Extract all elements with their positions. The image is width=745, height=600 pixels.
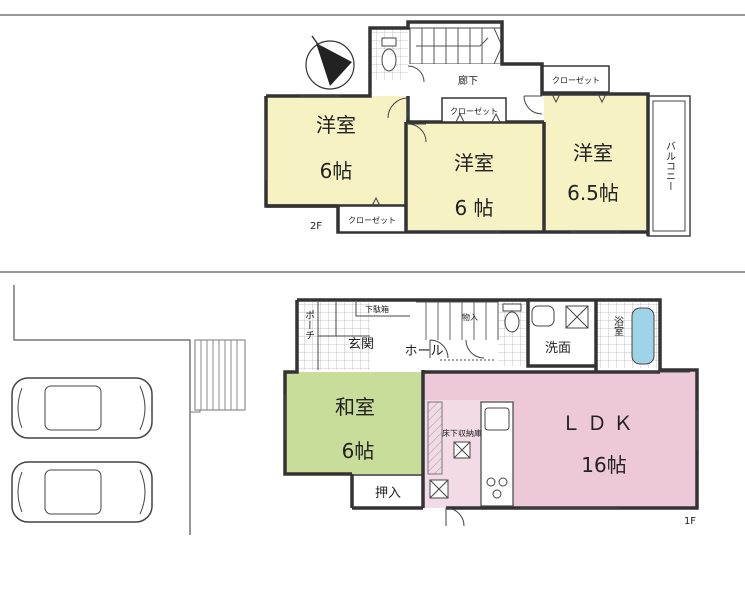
genkan-label: 玄関	[348, 337, 374, 352]
floor-2-label: 2F	[310, 221, 322, 232]
corridor-2f	[408, 64, 542, 94]
floor-1-label: 1F	[684, 516, 696, 527]
toilet-icon	[502, 303, 522, 333]
underfloor-label: 床下収納庫	[442, 428, 482, 438]
closet-2f-b	[441, 97, 507, 123]
western-room-2	[406, 122, 544, 230]
storage-label: 物入	[462, 312, 478, 322]
closet-2f-a	[542, 65, 610, 93]
ldk-size: 16帖	[581, 453, 626, 477]
porch-label: ポーチ	[303, 310, 315, 340]
shoe-cabinet-label: 下駄箱	[365, 304, 389, 314]
closet-label-a: クローゼット	[552, 75, 600, 85]
bathtub-icon	[631, 307, 655, 365]
ldk-label: ＬＤＫ	[561, 411, 639, 435]
stairs-icon	[409, 27, 503, 65]
hall-label: ホール	[404, 344, 443, 359]
closet-2f-c	[338, 205, 406, 233]
bathroom-label: 浴室	[612, 316, 624, 336]
sink-icon	[484, 407, 510, 431]
western-room-1-name: 洋室	[316, 113, 356, 137]
sink-icon	[531, 305, 555, 327]
toilet-icon	[381, 37, 397, 72]
floor-2: 洋室 6帖 洋室 6 帖 洋室 6.5帖 廊下 クローゼット クローゼット クロ…	[0, 14, 745, 273]
floor-1: ＬＤＫ 16帖 和室 6帖 押入 玄関 ホール 洗面 浴室 物入 ポーチ 下駄箱…	[11, 285, 699, 535]
car-icon	[11, 461, 153, 523]
western-room-3-name: 洋室	[573, 141, 613, 165]
north-arrow-icon	[305, 35, 355, 90]
balcony-label: バルコニー	[664, 141, 676, 191]
western-room-3	[544, 96, 648, 230]
oshiire-label: 押入	[375, 486, 401, 501]
stove-icon	[486, 477, 508, 499]
balcony	[647, 95, 691, 237]
corridor-label: 廊下	[458, 74, 478, 87]
oshiire-closet	[352, 474, 423, 508]
japanese-room-size: 6帖	[342, 439, 375, 463]
washroom-label: 洗面	[545, 341, 571, 356]
pantry-shelf	[427, 401, 443, 475]
japanese-room-name: 和室	[335, 395, 375, 419]
stairs-icon	[194, 339, 246, 411]
western-room-1	[266, 96, 406, 206]
western-room-2-size: 6 帖	[454, 196, 493, 220]
western-room-2-name: 洋室	[454, 151, 494, 175]
stairs-icon	[416, 301, 499, 340]
closet-label-c: クローゼット	[348, 215, 396, 225]
hall	[370, 302, 430, 370]
japanese-room	[285, 372, 423, 474]
western-room-1-size: 6帖	[320, 159, 353, 183]
western-room-3-size: 6.5帖	[567, 181, 619, 205]
car-icon	[11, 377, 153, 439]
closet-label-b: クローゼット	[450, 106, 498, 116]
